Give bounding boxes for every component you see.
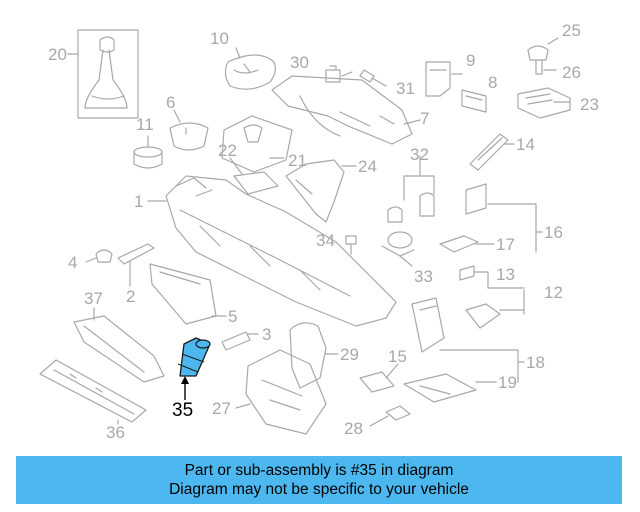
shift-boot-part <box>77 29 139 119</box>
part-label-23: 23 <box>580 95 599 114</box>
part-label-7: 7 <box>420 109 429 128</box>
clip-28-part <box>385 405 411 421</box>
banner-line-part: Part or sub-assembly is #35 in diagram <box>184 462 454 479</box>
bolt-part <box>345 235 357 255</box>
banner-line-vehicle: Diagram may not be specific to your vehi… <box>169 481 469 498</box>
highlighted-part-35 <box>177 337 211 400</box>
part-label-26: 26 <box>562 63 581 82</box>
parts-diagram: 20 10 30 31 9 25 26 8 23 6 11 7 22 21 24… <box>39 21 599 442</box>
part-label-15: 15 <box>388 347 407 366</box>
part-label-21: 21 <box>288 151 307 170</box>
shift-knob-part <box>527 45 549 75</box>
part-label-28: 28 <box>344 419 363 438</box>
part-labels: 20 10 30 31 9 25 26 8 23 6 11 7 22 21 24… <box>48 21 599 442</box>
part-label-20: 20 <box>48 45 67 64</box>
pad-15-part <box>359 371 395 393</box>
part-label-14: 14 <box>516 135 535 154</box>
part-label-35: 35 <box>172 400 193 421</box>
panel-12-part <box>465 303 501 329</box>
housing-part <box>245 349 327 435</box>
knee-pad-part <box>149 263 217 325</box>
part-label-17: 17 <box>496 235 515 254</box>
clip-part <box>325 65 341 83</box>
lighter-part <box>387 192 435 223</box>
side-trim-part <box>469 133 509 171</box>
part-label-24: 24 <box>358 157 377 176</box>
bracket-2-part <box>117 243 155 273</box>
part-label-2: 2 <box>126 287 135 306</box>
part-label-9: 9 <box>466 51 475 70</box>
part-label-16: 16 <box>544 223 563 242</box>
part-label-10: 10 <box>210 29 229 48</box>
part-label-33: 33 <box>414 267 433 286</box>
part-label-1: 1 <box>134 192 143 211</box>
part-label-13: 13 <box>496 265 515 284</box>
console-trim-part <box>224 54 276 90</box>
part-label-22: 22 <box>218 141 237 160</box>
rail-part <box>39 359 147 423</box>
clip-4-part <box>95 249 113 263</box>
switch-17-part <box>439 235 479 253</box>
part-label-30: 30 <box>290 53 309 72</box>
part-label-32: 32 <box>410 145 429 164</box>
tray-part <box>403 373 477 403</box>
socket-part <box>381 231 415 257</box>
part-label-5: 5 <box>228 307 237 326</box>
part-label-36: 36 <box>106 423 125 442</box>
bracket-part <box>425 61 451 97</box>
console-top-panel-part <box>271 75 413 145</box>
part-label-18: 18 <box>526 353 545 372</box>
boot-surround-part <box>221 115 293 173</box>
part-label-25: 25 <box>562 21 581 40</box>
part-label-8: 8 <box>488 73 497 92</box>
switch-part <box>461 89 487 113</box>
part-label-3: 3 <box>262 325 271 344</box>
part-label-29: 29 <box>340 345 359 364</box>
bracket-16-part <box>465 183 487 215</box>
part-label-37: 37 <box>84 289 103 308</box>
part-label-11: 11 <box>136 115 154 134</box>
trim-strip-part <box>285 159 345 223</box>
part-label-31: 31 <box>396 79 415 98</box>
part-label-34: 34 <box>316 231 335 250</box>
info-banner: Part or sub-assembly is #35 in diagram D… <box>16 456 622 504</box>
pocket-part <box>233 171 279 195</box>
cover-29-part <box>289 322 327 389</box>
cap-part <box>169 122 209 151</box>
part-label-4: 4 <box>68 253 77 272</box>
part-label-6: 6 <box>166 93 175 112</box>
bracket-3-part <box>221 331 251 351</box>
part-label-12: 12 <box>544 283 563 302</box>
console-body-part <box>165 175 397 327</box>
switch-13-part <box>459 265 475 281</box>
screw-part <box>359 69 387 87</box>
shifter-bezel-part <box>517 87 571 119</box>
cup-part <box>133 146 163 169</box>
side-panel-part <box>73 315 165 383</box>
panel-18-part <box>411 297 445 353</box>
part-label-19: 19 <box>498 373 517 392</box>
part-label-27: 27 <box>212 399 231 418</box>
